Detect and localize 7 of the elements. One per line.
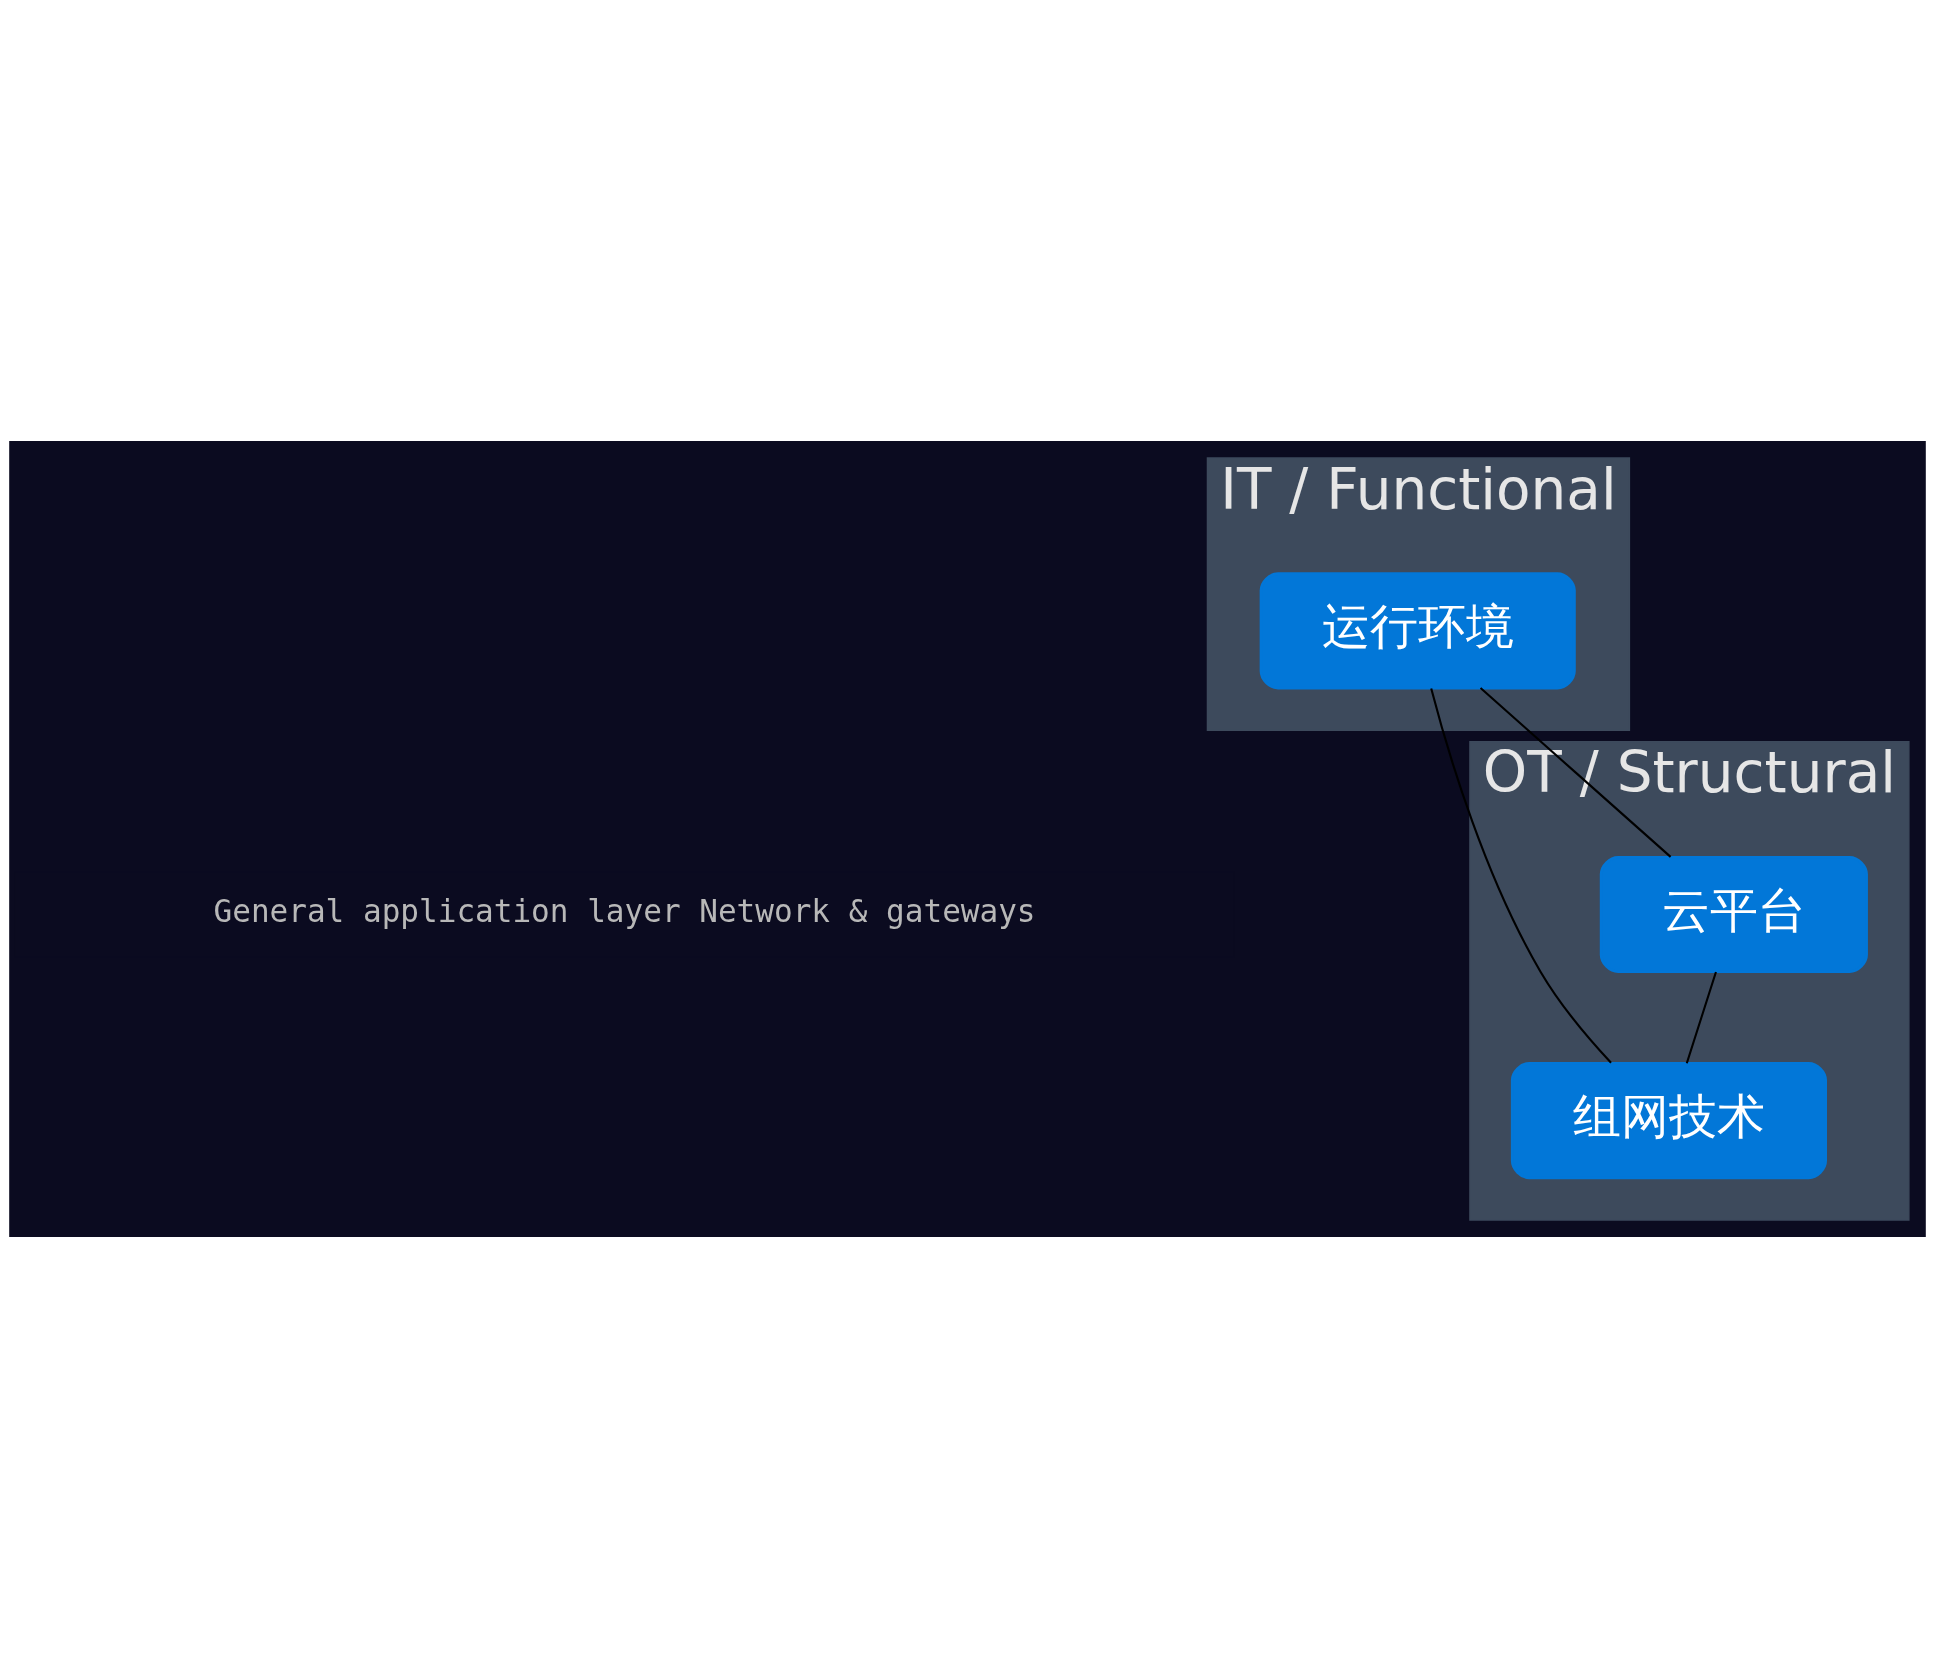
connector xyxy=(1430,688,1612,1064)
connector xyxy=(1685,971,1717,1064)
connector xyxy=(1479,687,1672,858)
node-box: 运行环境 xyxy=(1259,572,1576,690)
node-box: 云平台 xyxy=(1599,855,1868,974)
node-box: 组网技术 xyxy=(1510,1062,1827,1180)
node-text: General application layer Network & gateways xyxy=(213,893,1036,930)
